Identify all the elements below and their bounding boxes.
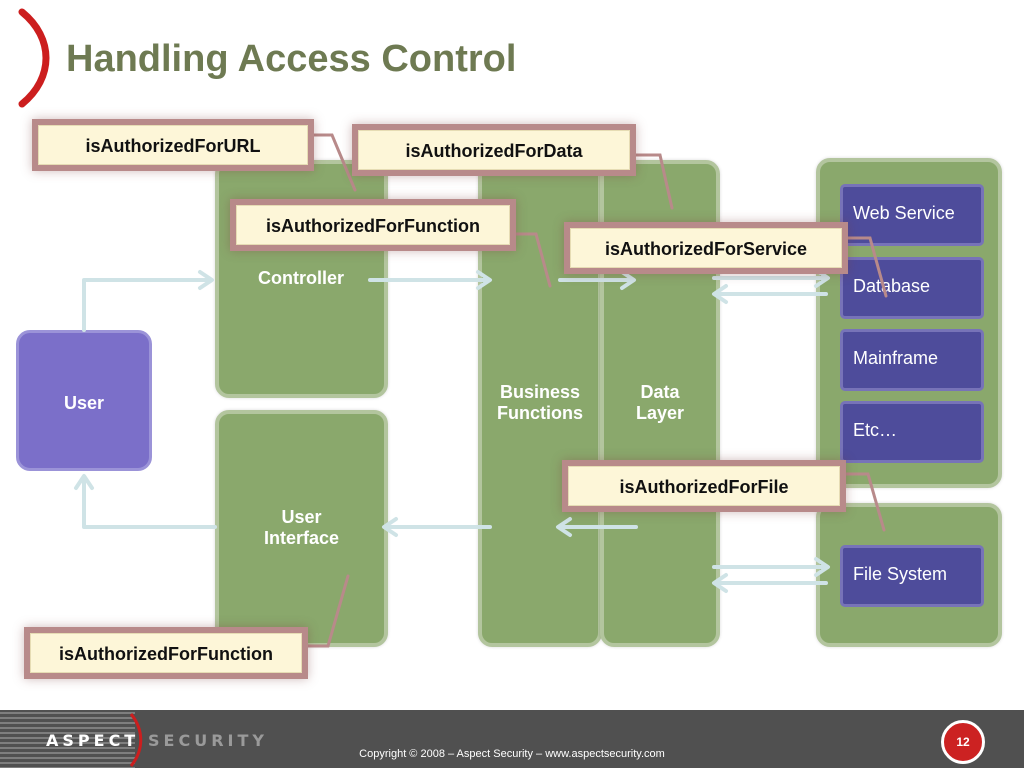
user-to-controller-arrow bbox=[82, 278, 212, 332]
database-box: Database bbox=[840, 257, 984, 319]
data-callout: isAuthorizedForData bbox=[358, 130, 630, 170]
copyright-text: Copyright © 2008 – Aspect Security – www… bbox=[359, 748, 665, 760]
etc-box: Etc… bbox=[840, 401, 984, 463]
business-functions-label: Business Functions bbox=[497, 382, 583, 423]
logo-bracket-icon bbox=[129, 713, 143, 767]
footer-bar bbox=[0, 710, 1024, 768]
user-interface-column bbox=[215, 410, 388, 647]
ui-to-user-arrow bbox=[82, 476, 217, 529]
logo-stripes bbox=[0, 712, 135, 768]
function-bottom-callout: isAuthorizedForFunction bbox=[30, 633, 302, 673]
logo-aspect-text: ASPECT bbox=[46, 731, 140, 750]
url-callout-leader bbox=[310, 133, 357, 192]
data-callout-leader bbox=[628, 153, 674, 210]
slide-title: Handling Access Control bbox=[66, 38, 517, 80]
controller-column bbox=[215, 160, 388, 398]
file-callout-leader bbox=[844, 472, 886, 532]
data-layer-label: Data Layer bbox=[635, 382, 685, 423]
web-service-box: Web Service bbox=[840, 184, 984, 246]
page-number-badge: 12 bbox=[941, 720, 985, 764]
controller-label: Controller bbox=[257, 268, 344, 288]
service-callout: isAuthorizedForService bbox=[570, 228, 842, 268]
user-label: User bbox=[63, 393, 105, 413]
function-top-callout-leader bbox=[508, 232, 552, 288]
file-system-box: File System bbox=[840, 545, 984, 607]
service-callout-leader bbox=[844, 236, 888, 298]
mainframe-box: Mainframe bbox=[840, 329, 984, 391]
file-callout: isAuthorizedForFile bbox=[568, 466, 840, 506]
bracket-logo-mark bbox=[18, 8, 50, 108]
url-callout: isAuthorizedForURL bbox=[38, 125, 308, 165]
function-top-callout: isAuthorizedForFunction bbox=[236, 205, 510, 245]
user-interface-label: User Interface bbox=[263, 507, 340, 548]
function-bottom-callout-leader bbox=[300, 574, 350, 648]
logo-security-text: SECURITY bbox=[148, 731, 268, 750]
